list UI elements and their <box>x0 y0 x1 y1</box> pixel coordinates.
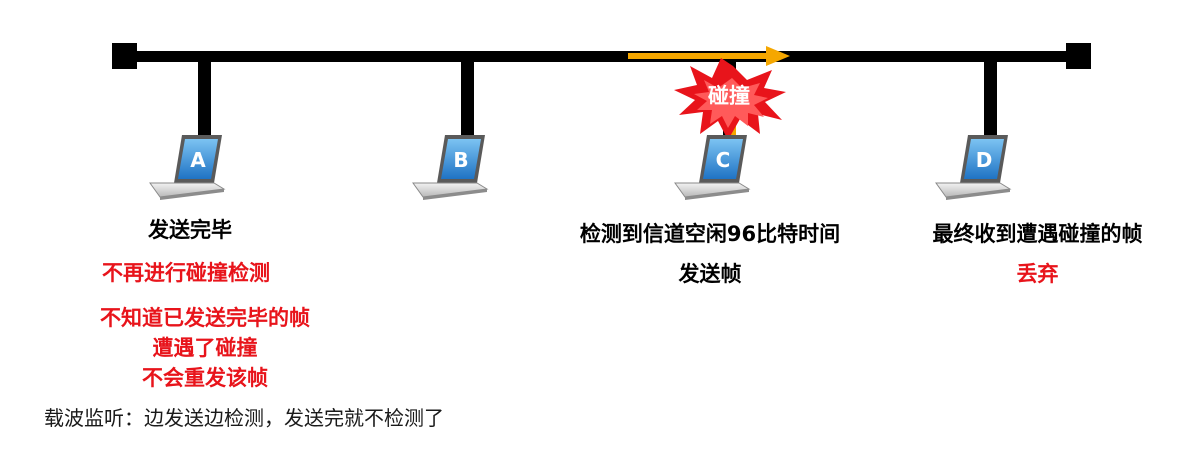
station-a-unaware-line-1: 不知道已发送完毕的帧 <box>100 306 310 330</box>
collision-label: 碰撞 <box>708 84 750 108</box>
station-label-d: D <box>976 148 993 172</box>
drop-line-a <box>198 60 211 142</box>
station-d-block: 最终收到遭遇碰撞的帧 丢弃 <box>900 214 1175 294</box>
bus-line <box>112 43 1091 69</box>
drop-line-d <box>984 60 997 142</box>
station-a-unaware-line-3: 不会重发该帧 <box>142 366 268 390</box>
laptop-b: B <box>412 135 489 200</box>
station-d-line-2: 丢弃 <box>1016 262 1059 286</box>
station-c-line-1: 检测到信道空闲96比特时间 <box>579 222 841 246</box>
station-label-c: C <box>716 148 731 172</box>
signal-arrow-right <box>628 46 790 66</box>
station-c-block: 检测到信道空闲96比特时间 发送帧 <box>540 214 880 294</box>
laptop-d: D <box>935 135 1012 200</box>
bus-terminator-left <box>112 43 137 69</box>
laptop-c: C <box>674 135 751 200</box>
bus-terminator-right <box>1066 43 1091 69</box>
station-c-line-2: 发送帧 <box>678 262 742 286</box>
station-label-a: A <box>190 148 206 172</box>
drop-line-b <box>461 60 474 142</box>
collision-burst <box>674 58 786 140</box>
laptop-a: A <box>149 135 226 200</box>
station-a-unaware-line-2: 遭遇了碰撞 <box>152 336 258 360</box>
station-a-unaware-block: 不知道已发送完毕的帧 遭遇了碰撞 不会重发该帧 <box>60 303 350 393</box>
station-a-status: 发送完毕 <box>148 218 232 242</box>
station-label-b: B <box>453 148 468 172</box>
station-d-line-1: 最终收到遭遇碰撞的帧 <box>932 222 1143 246</box>
bottom-note: 载波监听：边发送边检测，发送完就不检测了 <box>44 406 444 430</box>
station-a-no-detect: 不再进行碰撞检测 <box>102 261 270 285</box>
